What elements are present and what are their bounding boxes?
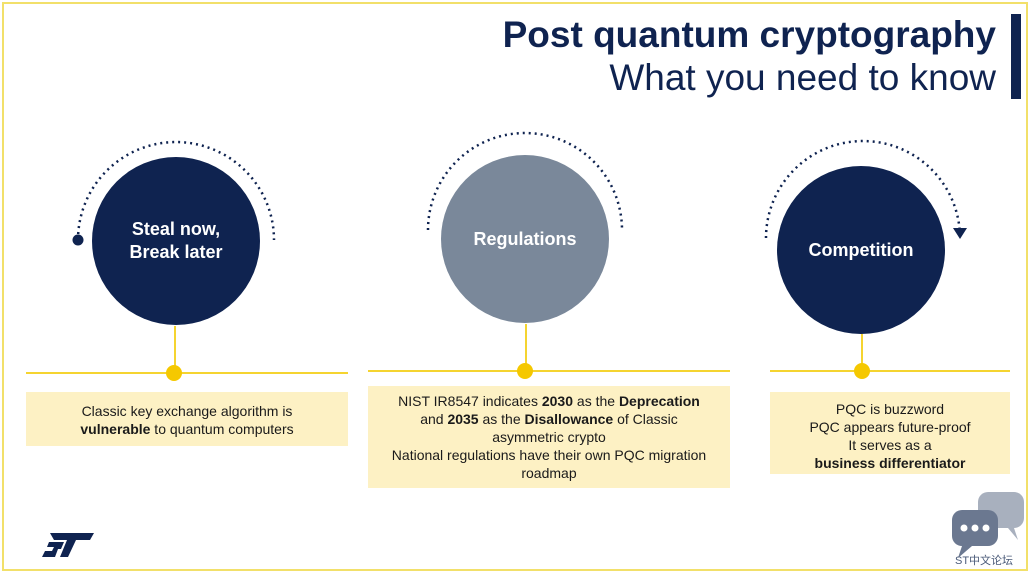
dotted-arc-2 (426, 131, 624, 231)
connector-line-3 (861, 334, 863, 364)
box-text-span: NIST IR8547 indicates (398, 393, 542, 409)
box-text-span: and (420, 411, 448, 427)
st-logo-icon (42, 533, 94, 557)
circle-label-line1: Steal now, (131, 219, 221, 239)
box-text-line: asymmetric crypto (492, 429, 606, 445)
box-text-bold: Disallowance (524, 411, 614, 427)
circle-competition: Competition (777, 166, 945, 334)
box-text-line: PQC is buzzword (835, 401, 945, 417)
circle-regulations: Regulations (441, 155, 609, 323)
box-text-line: It serves as a (848, 437, 932, 453)
circle-label: Regulations (473, 228, 577, 249)
timeline-line-2 (368, 370, 730, 372)
info-box-2: NIST IR8547 indicates 2030 as the Deprec… (368, 386, 730, 488)
box-text-bold: 2035 (447, 411, 479, 427)
box-text-bold: Deprecation (618, 393, 700, 409)
connector-line-1 (174, 326, 176, 366)
timeline-dot-3 (854, 363, 870, 379)
slide-subtitle: What you need to know (609, 57, 996, 98)
box-text-bold: 2030 (541, 393, 574, 409)
box-text-span: of Classic (613, 411, 678, 427)
timeline-dot-1 (166, 365, 182, 381)
timeline-line-1 (26, 372, 348, 374)
info-box-3: PQC is buzzword PQC appears future-proof… (770, 392, 1010, 474)
dotted-arc-3 (764, 139, 967, 239)
box-text-line: Classic key exchange algorithm is (81, 403, 293, 419)
forum-label: ST中文论坛 (955, 555, 1014, 567)
box-text-bold: vulnerable (80, 421, 151, 437)
dotted-arc-1 (72, 140, 276, 246)
box-text-span: as the (573, 393, 619, 409)
box-text-line: National regulations have their own PQC … (391, 447, 707, 463)
connector-line-2 (525, 324, 527, 364)
box-text-span: to quantum computers (150, 421, 294, 437)
info-box-1: Classic key exchange algorithm is vulner… (26, 392, 348, 446)
timeline-line-3 (770, 370, 1010, 372)
timeline-dot-2 (517, 363, 533, 379)
chat-bubbles-icon[interactable] (950, 490, 1028, 570)
box-text-span: as the (478, 411, 525, 427)
circle-label: Competition (808, 239, 914, 260)
box-text-line: roadmap (521, 465, 577, 481)
circle-steal-now: Steal now, Break later (92, 157, 260, 325)
box-text-bold: business differentiator (814, 455, 966, 471)
circle-label-line2: Break later (129, 242, 223, 262)
slide-title: Post quantum cryptography (502, 14, 996, 55)
title-accent-bar (1011, 14, 1021, 99)
box-text-line: PQC appears future-proof (809, 419, 971, 435)
